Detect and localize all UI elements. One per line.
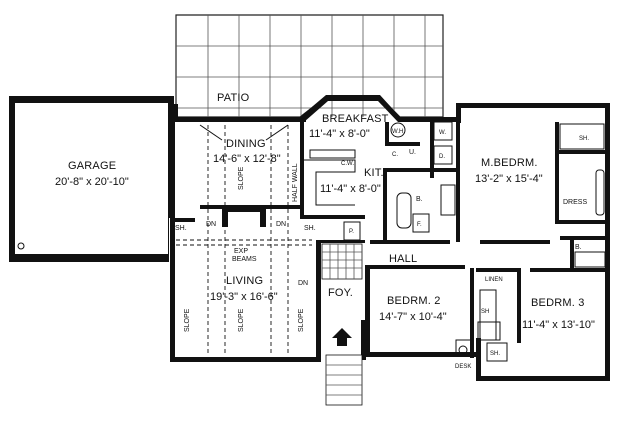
hall-label: HALL (389, 253, 417, 265)
exp-beams-label-1: EXP (234, 248, 248, 255)
bedroom2-dimensions: 14'-7" x 10'-4" (379, 311, 447, 323)
slope-label-living-right: SLOPE (298, 308, 305, 332)
bath-label-master: B. (575, 244, 582, 251)
interior-walls (170, 118, 610, 358)
foyer-tiles (321, 243, 363, 280)
entry-arrow-icon (332, 328, 352, 346)
dress-label: DRESS (563, 199, 587, 206)
master-bedroom-dimensions: 13'-2" x 15'-4" (475, 173, 543, 185)
garage-dimensions: 20'-8" x 20'-10" (55, 176, 129, 188)
foyer-label: FOY. (328, 287, 353, 299)
bedroom2-label: BEDRM. 2 (387, 295, 441, 307)
closet-c-label: C. (392, 152, 398, 158)
breakfast-dimensions: 11'-4" x 8'-0" (309, 128, 370, 140)
down-label-3: DN (298, 280, 308, 287)
slope-label-living-mid: SLOPE (238, 308, 245, 332)
bedroom3-label: BEDRM. 3 (531, 297, 585, 309)
exposed-beams (176, 124, 312, 355)
shower-label-master: SH. (579, 136, 589, 142)
master-bedroom-label: M.BEDRM. (481, 157, 538, 169)
slope-label-dining-left: SLOPE (238, 166, 245, 190)
utility-label: U. (409, 149, 416, 156)
dining-dimensions: 14'-6" x 12'-8" (213, 153, 281, 165)
patio-area (175, 14, 444, 118)
bath-label-hall: B. (416, 196, 423, 203)
half-wall-label: HALF WALL (292, 163, 299, 202)
living-dimensions: 19'-3" x 16'-6" (210, 291, 278, 303)
entry-walk (325, 328, 363, 406)
pantry-label: P. (349, 229, 354, 235)
down-label-2: DN (276, 221, 286, 228)
shower-label-bed2: SH (481, 309, 489, 315)
breakfast-label: BREAKFAST (322, 113, 389, 125)
patio-label: PATIO (217, 92, 250, 104)
bedroom3-dimensions: 11'-4" x 13'-10" (522, 319, 595, 331)
exp-beams-label-2: BEAMS (232, 256, 257, 263)
shower-label-bed3: SH. (490, 351, 500, 357)
desk-label: DESK (455, 364, 471, 370)
garage-room (9, 96, 178, 262)
linen-label: LINEN (485, 277, 503, 283)
water-heater-label: W.H. (392, 129, 405, 135)
kitchen-label: KIT. (364, 167, 384, 179)
closet-f-label: F. (417, 222, 422, 228)
dryer-label: D. (439, 154, 445, 160)
down-label-1: DN (206, 221, 216, 228)
shower-label-kitchen: SH. (304, 225, 316, 232)
fixtures (343, 121, 606, 362)
garage-label: GARAGE (68, 160, 116, 172)
kitchen-dimensions: 11'-4" x 8'-0" (320, 183, 381, 195)
dining-label: DINING (226, 138, 266, 150)
cw-label: C.W. (341, 161, 354, 167)
shower-label-garage: SH. (175, 225, 187, 232)
slope-label-living-left: SLOPE (184, 308, 191, 332)
living-label: LIVING (226, 275, 263, 287)
washer-label: W. (439, 130, 446, 136)
